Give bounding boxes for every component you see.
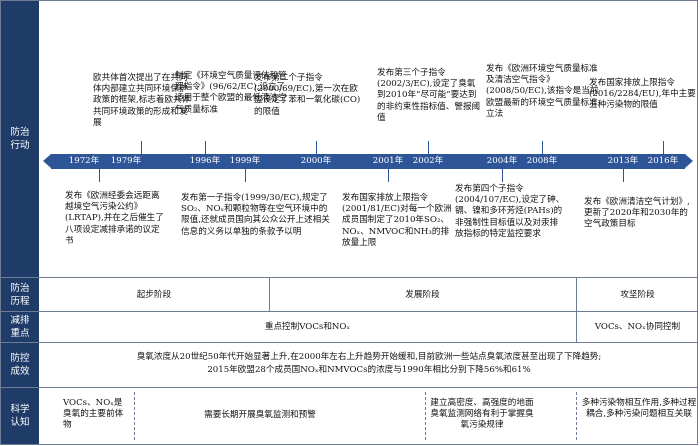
row-focus: 减排 重点 重点控制VOCs和NOₓ VOCs、NOₓ协同控制 xyxy=(0,311,698,343)
year-2008: 2008年 xyxy=(523,154,561,169)
event-2004-fourth-directive: 发布第四个子指令(2004/107/EC),设定了砷、镉、镍和多环芳烃(PAHs… xyxy=(455,184,565,239)
year-1979: 1979年 xyxy=(107,154,145,169)
row-action: 防治 行动 1972年 1979年 1996年 1999年 2000年 2001… xyxy=(0,0,698,278)
year-2016: 2016年 xyxy=(644,154,682,169)
label-result: 防控 成效 xyxy=(1,343,39,387)
label-action: 防治 行动 xyxy=(1,1,39,277)
event-2013-clean-air-programme: 发布《欧洲清洁空气计划》,更新了2020年和2030年的空气政策目标 xyxy=(584,197,690,230)
event-2001-emission-ceiling: 发布国家排放上限指令(2001/81/EC)对每一个欧洲成员国制定了2010年S… xyxy=(342,193,452,248)
year-1972: 1972年 xyxy=(65,154,103,169)
year-2013: 2013年 xyxy=(604,154,642,169)
event-1996-directive: 制定《环境空气质量评估和管理指令》(96/62/EC),设立了适用于整个欧盟的最… xyxy=(175,71,287,115)
science-monitoring: 需要长期开展臭氧监测和预警 xyxy=(204,410,316,420)
focus-voc-nox: 重点控制VOCs和NOₓ xyxy=(264,322,351,332)
timeline-bar xyxy=(51,154,685,169)
event-1972-lrtap: 发布《欧洲经委会远距离越境空气污染公约》(LRTAP),并在之后催生了八项设定减… xyxy=(65,191,164,246)
timeline: 1972年 1979年 1996年 1999年 2000年 2001年 2002… xyxy=(39,154,697,169)
year-2000: 2000年 xyxy=(297,154,335,169)
label-focus: 减排 重点 xyxy=(1,312,39,342)
year-2004: 2004年 xyxy=(483,154,521,169)
event-1999-first-directive: 发布第一子指令(1999/30/EC),规定了SO₂、NOₓ和颗粒物等在空气环境… xyxy=(181,193,330,237)
result-emission-reduction: 2015年欧盟28个成员国NOₓ和NMVOCs的浓度与1990年相比分别下降56… xyxy=(207,365,531,375)
science-precursors: VOCs、NOₓ是臭氧的主要前体物 xyxy=(63,398,124,431)
event-1979-eu-framework: 欧共体首次提出了在共同体内部建立共同环境保护政策的框架,标志着欧共体共同环境政策… xyxy=(93,73,191,128)
science-network: 建立高密度、高强度的地面臭氧监测网络有利于掌握臭氧污染规律 xyxy=(430,398,534,431)
row-history: 防治 历程 起步阶段 发展阶段 攻坚阶段 xyxy=(0,277,698,312)
year-1999: 1999年 xyxy=(226,154,264,169)
science-interactions: 多种污染物相互作用,多种过程耦合,多种污染问题相互关联 xyxy=(581,398,697,420)
event-2016-emission-ceiling: 发布国家排放上限指令(2016/2284/EU),年中主要五种污染物的限值 xyxy=(589,78,696,111)
label-history: 防治 历程 xyxy=(1,278,39,311)
event-2002-third-directive: 发布第三个子指令(2002/3/EC),设定了臭氧到2010年“尽可能”要达到的… xyxy=(377,68,481,123)
row-science: 科学 认知 VOCs、NOₓ是臭氧的主要前体物 需要长期开展臭氧监测和预警 建立… xyxy=(0,387,698,445)
stage-development: 发展阶段 xyxy=(405,290,440,300)
year-2001: 2001年 xyxy=(369,154,407,169)
focus-synergy: VOCs、NOₓ协同控制 xyxy=(594,322,681,332)
year-1996: 1996年 xyxy=(186,154,224,169)
result-ozone-trend: 臭氧浓度从20世纪50年代开始显著上升,在2000年左右上升趋势开始缓和,目前欧… xyxy=(136,352,602,362)
timeline-arrow-left xyxy=(43,154,51,168)
timeline-arrow-right xyxy=(685,154,693,168)
row-result: 防控 成效 臭氧浓度从20世纪50年代开始显著上升,在2000年左右上升趋势开始… xyxy=(0,342,698,388)
event-2000-second-directive: 发布第二个子指令(2000/69/EC),第一次在欧盟设定了苯和一氧化碳(CO)… xyxy=(254,73,361,117)
label-science: 科学 认知 xyxy=(1,388,39,444)
year-2002: 2002年 xyxy=(409,154,447,169)
stage-tackling: 攻坚阶段 xyxy=(620,290,655,300)
stage-initial: 起步阶段 xyxy=(136,290,172,300)
event-2008-air-quality-directive: 发布《欧洲环境空气质量标准及清洁空气指令》(2008/50/EC),该指令是当前… xyxy=(486,64,599,119)
